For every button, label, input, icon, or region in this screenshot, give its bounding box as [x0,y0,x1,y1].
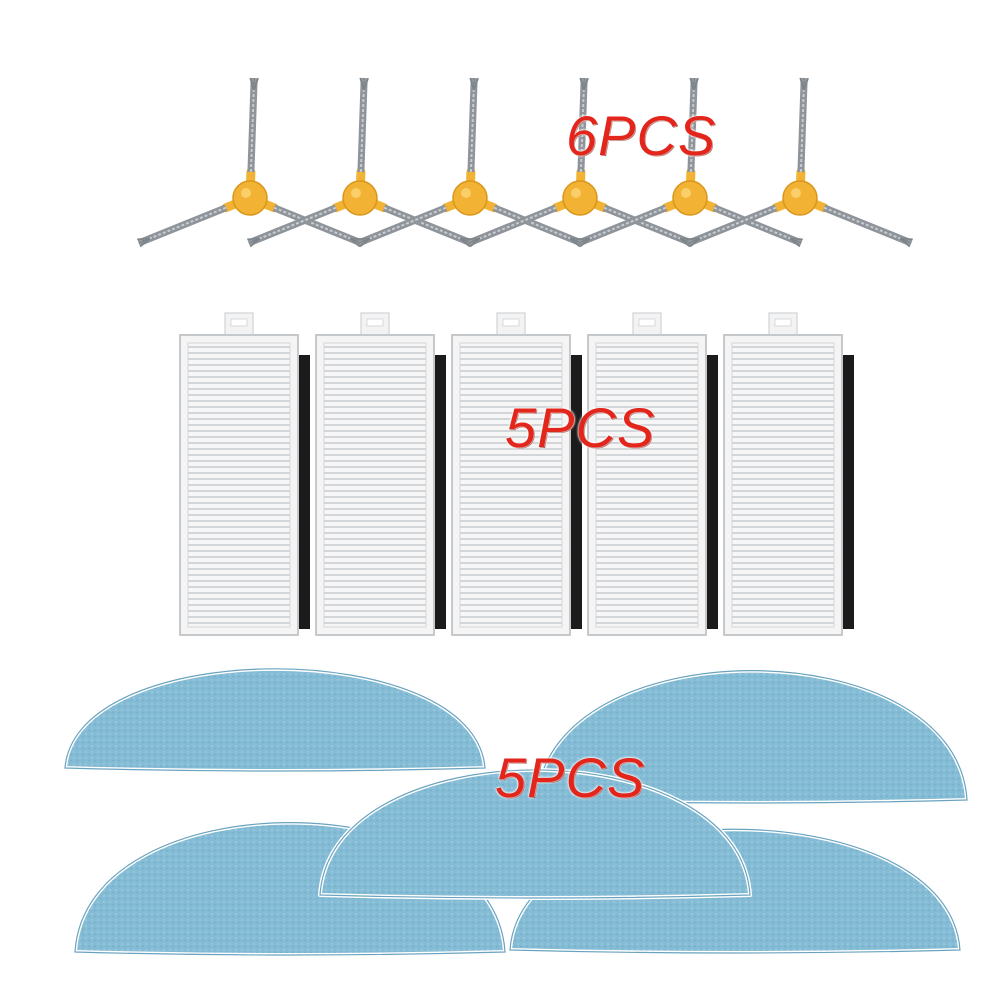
side-brush [577,77,803,248]
filter-cartridge [723,312,854,636]
side-brush [247,77,473,248]
filter-cartridge [451,312,582,636]
mop-pad [318,767,752,900]
filter-cartridge [315,312,446,636]
mop-pad-group [63,666,969,957]
side-brush [357,77,583,248]
mop-pad [63,666,487,773]
side-brush [467,77,693,248]
filter-group [179,312,854,636]
mop-pad-quantity-label: 5PCS [495,746,646,809]
side-brush [687,77,913,248]
mop-pad [535,668,969,805]
filter-cartridge [587,312,718,636]
filter-quantity-label: 5PCS [505,396,656,459]
filter-cartridge [179,312,310,636]
side-brush [137,77,363,248]
side-brush-group [137,77,913,248]
side-brush-quantity-label: 6PCS [566,104,717,167]
